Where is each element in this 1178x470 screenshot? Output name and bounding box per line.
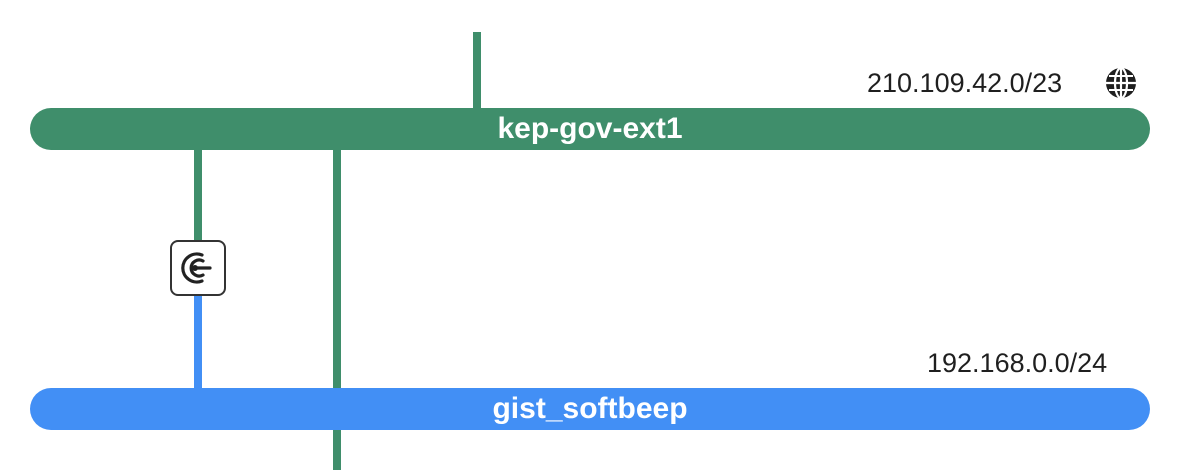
external-network-bar[interactable]: kep-gov-ext1 (30, 108, 1150, 150)
internal-network-cidr: 192.168.0.0/24 (927, 347, 1107, 379)
router-icon[interactable] (170, 240, 226, 296)
router-external-link-line (194, 148, 202, 242)
external-network-cidr-text: 210.109.42.0/23 (867, 68, 1063, 98)
external-uplink-line (473, 32, 481, 110)
router-internal-link-line (194, 296, 202, 390)
internal-network-bar[interactable]: gist_softbeep (30, 388, 1150, 430)
globe-icon (1104, 66, 1138, 100)
instance-link-line (333, 148, 341, 470)
external-network-name: kep-gov-ext1 (497, 112, 683, 145)
internal-network-cidr-text: 192.168.0.0/24 (927, 348, 1108, 378)
external-network-cidr: 210.109.42.0/23 (867, 67, 1062, 99)
internal-network-name: gist_softbeep (492, 392, 688, 425)
